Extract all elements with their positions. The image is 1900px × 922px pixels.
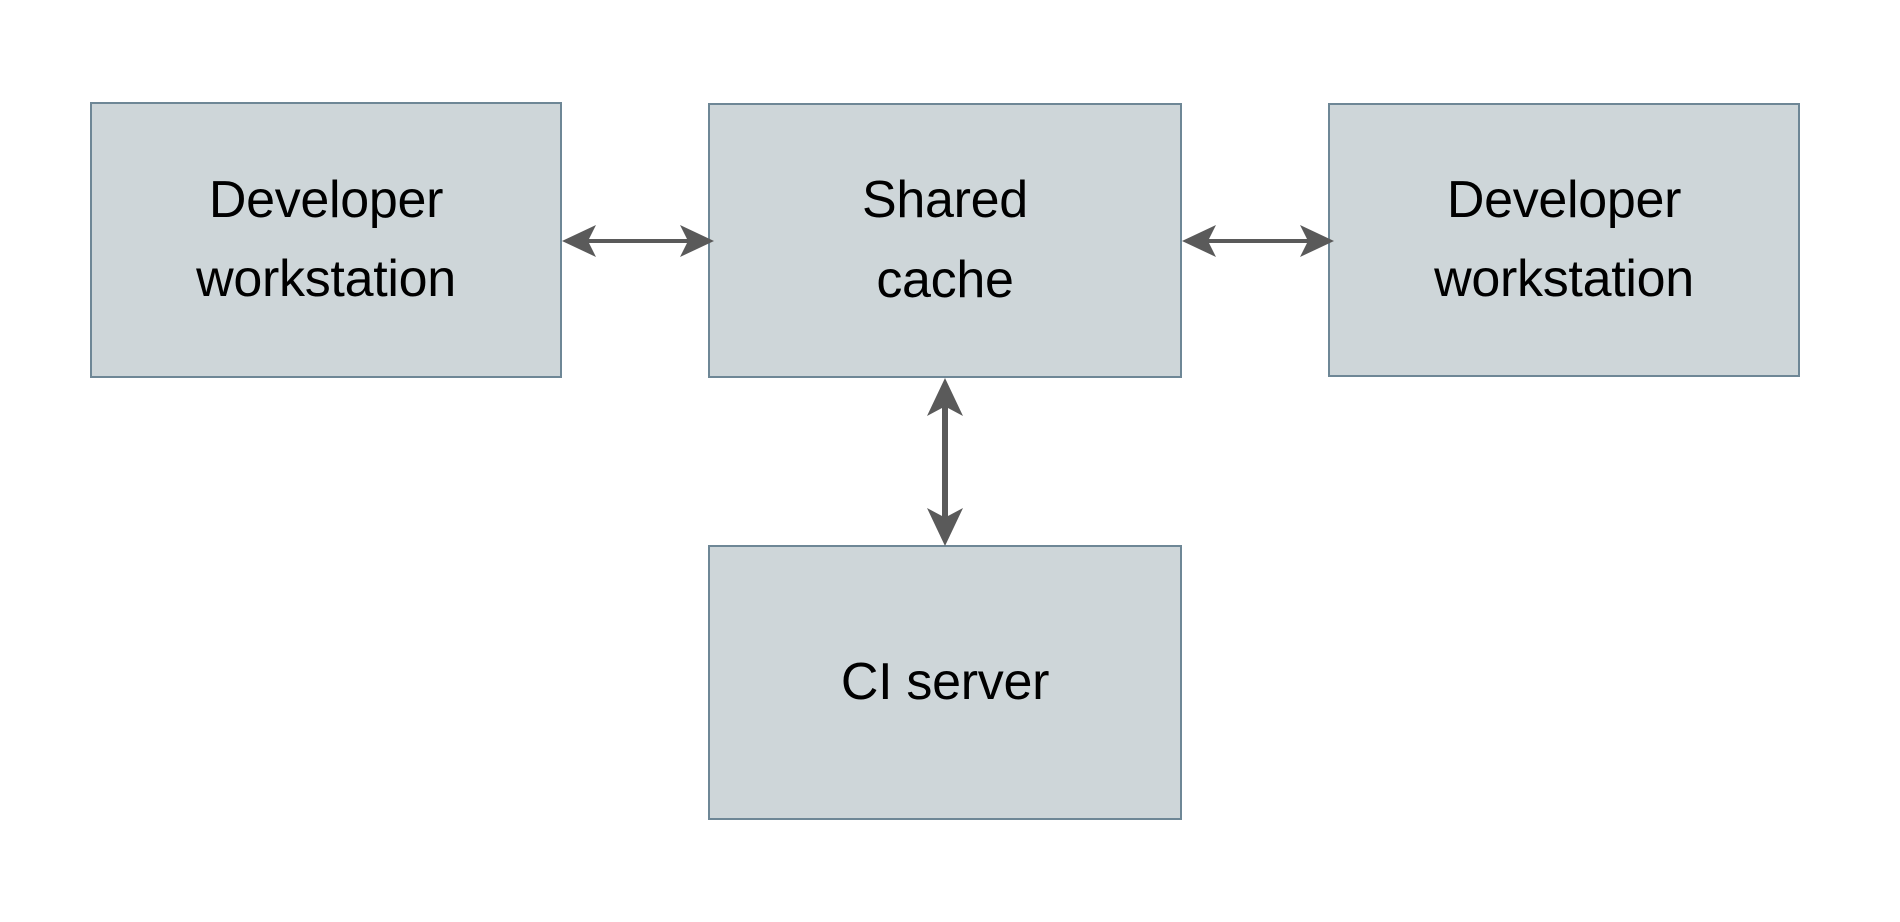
connector-shared-to-ci	[910, 372, 980, 552]
node-shared-cache[interactable]: Shared cache	[708, 103, 1182, 378]
node-developer-workstation-right[interactable]: Developer workstation	[1328, 103, 1800, 377]
double-arrow-icon	[927, 378, 963, 546]
node-label: Developer workstation	[196, 170, 456, 308]
double-arrow-icon	[562, 225, 714, 257]
connector-left-to-shared	[556, 206, 720, 276]
double-arrow-icon	[1182, 225, 1334, 257]
connector-shared-to-right	[1176, 206, 1340, 276]
node-label: Shared cache	[862, 171, 1028, 309]
node-ci-server[interactable]: CI server	[708, 545, 1182, 820]
node-developer-workstation-left[interactable]: Developer workstation	[90, 102, 562, 378]
node-label: CI server	[840, 652, 1050, 711]
node-label: Developer workstation	[1434, 170, 1694, 308]
